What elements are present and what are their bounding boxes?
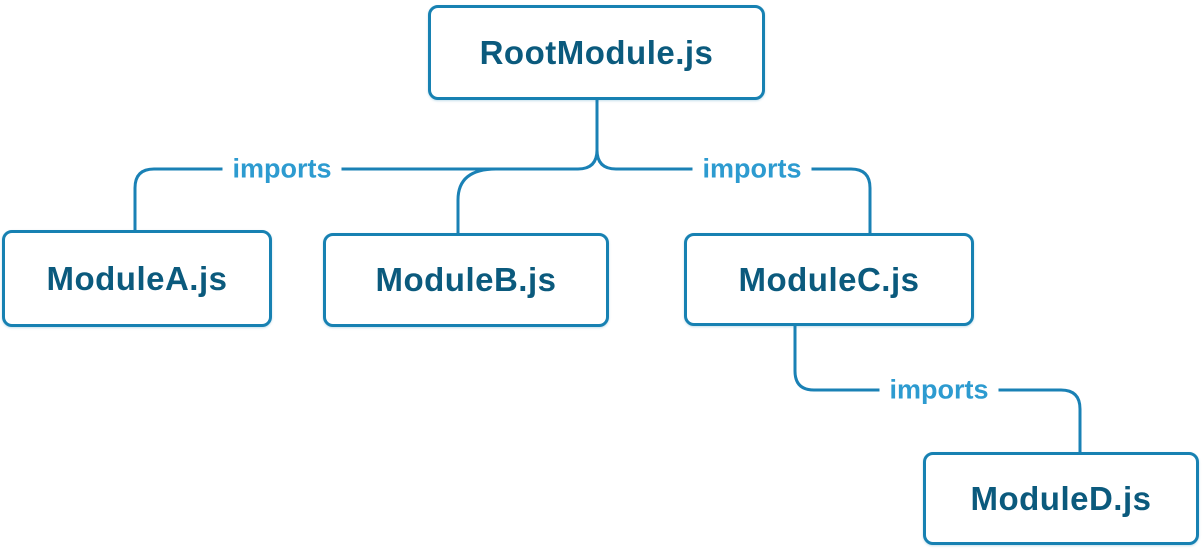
edge-label-imports-moduleD: imports [879, 374, 999, 406]
node-moduleD: ModuleD.js [923, 452, 1199, 545]
edge-root-to-moduleA [133, 98, 599, 232]
edge-label-imports-moduleA: imports [222, 153, 342, 185]
node-moduleC: ModuleC.js [684, 233, 974, 326]
edge-label-imports-moduleC: imports [692, 153, 812, 185]
node-moduleB: ModuleB.js [323, 233, 609, 327]
node-moduleA: ModuleA.js [2, 230, 272, 327]
node-rootmodule: RootModule.js [428, 5, 765, 100]
edge-root-to-moduleB [456, 167, 498, 235]
